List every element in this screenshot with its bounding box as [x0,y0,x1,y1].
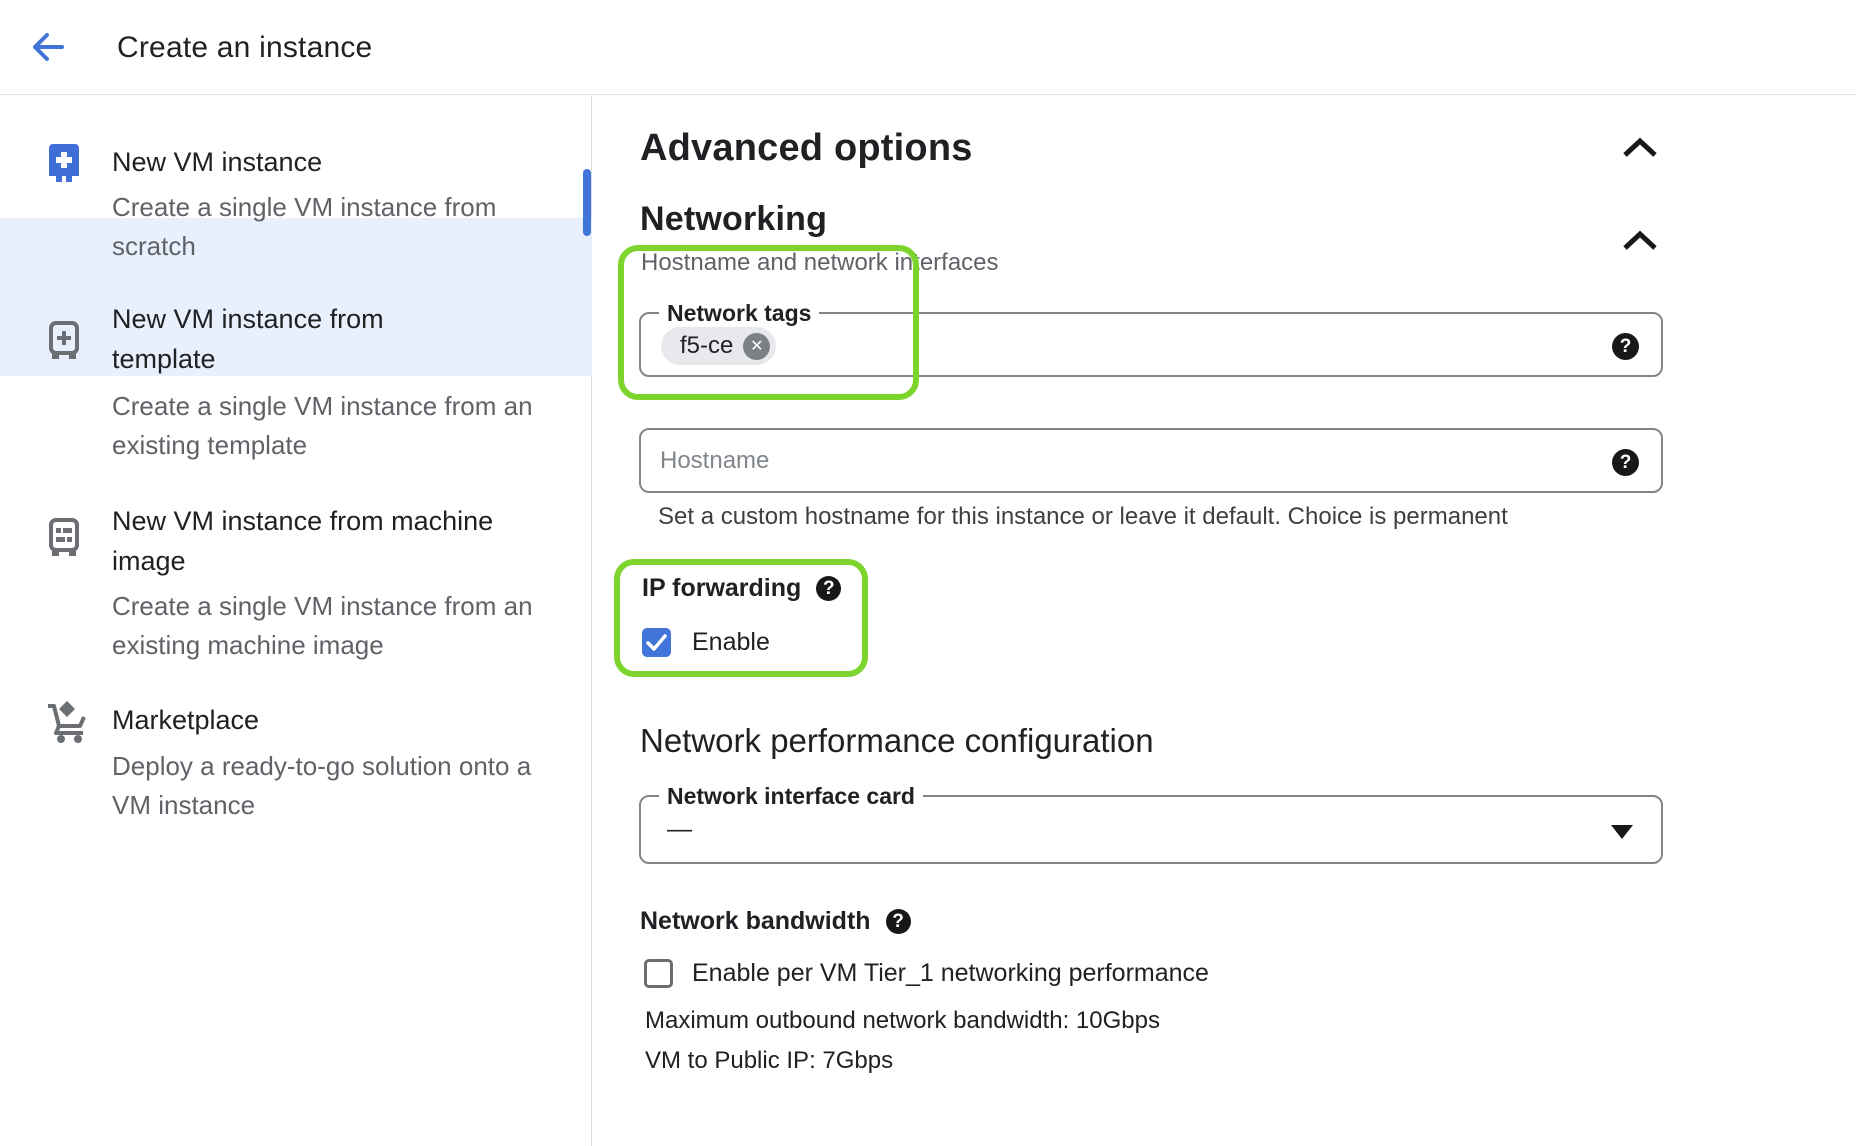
back-button[interactable] [26,25,70,69]
sidebar-item-title: New VM instance from machine image [112,506,494,576]
hostname-placeholder: Hostname [660,446,770,474]
ip-forwarding-label: IP forwarding [642,574,802,602]
selected-item-background [0,218,592,376]
collapse-advanced-options-chevron-up-icon[interactable] [1622,136,1658,158]
sidebar-item-title: New VM instance from template [112,304,384,374]
hostname-input[interactable]: Hostname ? [639,428,1663,493]
vm-to-public-ip-text: VM to Public IP: 7Gbps [645,1047,894,1074]
remove-tag-icon[interactable]: ✕ [743,332,771,360]
sidebar-item-title: Marketplace [112,705,260,735]
network-bandwidth-row: Network bandwidth ? [640,907,911,936]
ip-forwarding-enable-label[interactable]: Enable [692,628,770,656]
max-bandwidth-text: Maximum outbound network bandwidth: 10Gb… [645,1007,1160,1034]
network-tags-label: Network tags [659,299,820,327]
arrow-left-icon [33,33,64,61]
vm-machine-image-icon [49,518,79,556]
ip-forwarding-enable-checkbox[interactable] [642,628,671,657]
network-performance-heading: Network performance configuration [640,722,1154,759]
sidebar-scrollbar-thumb[interactable] [583,169,591,236]
collapse-networking-chevron-up-icon[interactable] [1622,229,1658,251]
vm-plus-outline-icon [49,321,79,359]
ip-forwarding-help-icon[interactable]: ? [816,576,842,601]
tier1-networking-checkbox[interactable] [644,959,673,988]
network-tag-chip-text: f5-ce [680,332,734,359]
checkmark-icon [646,634,667,651]
networking-subtitle: Hostname and network interfaces [641,249,999,276]
sidebar-item-description: Create a single VM instance from scratch [112,192,497,261]
sidebar-item-title: New VM instance [112,147,323,177]
dropdown-caret-icon [1611,825,1633,839]
hostname-help-icon[interactable]: ? [1612,449,1639,476]
network-bandwidth-label: Network bandwidth [640,907,871,935]
create-options-sidebar: New VM instance Create a single VM insta… [0,96,592,1146]
page-header: Create an instance [0,0,1856,95]
sidebar-item-description: Deploy a ready-to-go solution onto a VM … [112,751,532,820]
network-tag-chip: f5-ce ✕ [661,327,777,365]
vm-plus-filled-icon [49,144,79,182]
tier1-networking-label[interactable]: Enable per VM Tier_1 networking performa… [692,959,1209,987]
marketplace-cart-icon [48,701,86,743]
network-bandwidth-help-icon[interactable]: ? [885,909,911,934]
networking-heading: Networking [640,200,828,238]
network-tags-field[interactable]: Network tags f5-ce ✕ ? [639,299,1663,377]
hostname-helper-text: Set a custom hostname for this instance … [658,503,1508,530]
advanced-options-heading: Advanced options [640,127,973,169]
page-title: Create an instance [117,30,373,64]
ip-forwarding-row: IP forwarding ? [642,574,842,603]
sidebar-item-description: Create a single VM instance from an exis… [112,391,533,460]
network-interface-card-select[interactable]: Network interface card — [639,782,1663,864]
network-tags-help-icon[interactable]: ? [1612,333,1639,360]
network-interface-card-label: Network interface card [659,782,923,810]
sidebar-item-description: Create a single VM instance from an exis… [112,591,533,660]
network-interface-card-value: — [667,815,692,843]
